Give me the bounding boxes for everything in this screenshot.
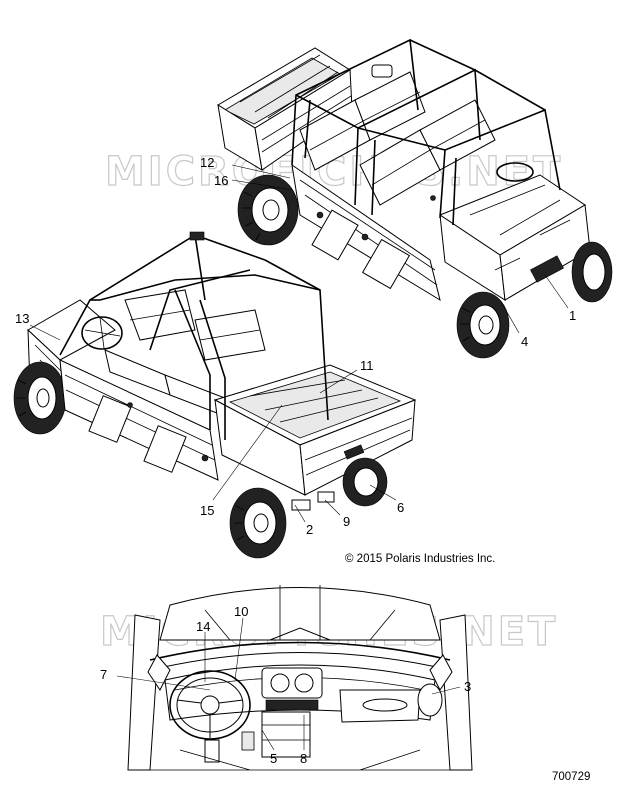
callout-9: 9 bbox=[343, 514, 350, 529]
copyright-notice: © 2015 Polaris Industries Inc. bbox=[345, 553, 495, 565]
dashboard-view bbox=[127, 585, 473, 771]
figure-number: 700729 bbox=[552, 771, 590, 783]
callout-13: 13 bbox=[15, 311, 29, 326]
callout-3: 3 bbox=[464, 679, 471, 694]
callouts: 1 4 12 16 13 11 15 2 9 6 © 2015 Polaris … bbox=[15, 155, 590, 783]
callout-15: 15 bbox=[200, 503, 214, 518]
callout-14: 14 bbox=[196, 619, 210, 634]
callout-12: 12 bbox=[200, 155, 214, 170]
leader-lines bbox=[29, 164, 569, 751]
callout-1: 1 bbox=[569, 308, 576, 323]
callout-2: 2 bbox=[306, 522, 313, 537]
vehicle-front-right-view bbox=[217, 38, 613, 359]
callout-11: 11 bbox=[360, 358, 374, 373]
vehicle-rear-left-view bbox=[13, 231, 417, 559]
callout-5: 5 bbox=[270, 751, 277, 766]
callout-10: 10 bbox=[234, 604, 248, 619]
callout-16: 16 bbox=[214, 173, 228, 188]
callout-8: 8 bbox=[300, 751, 307, 766]
callout-7: 7 bbox=[100, 667, 107, 682]
callout-6: 6 bbox=[397, 500, 404, 515]
callout-4: 4 bbox=[521, 334, 528, 349]
